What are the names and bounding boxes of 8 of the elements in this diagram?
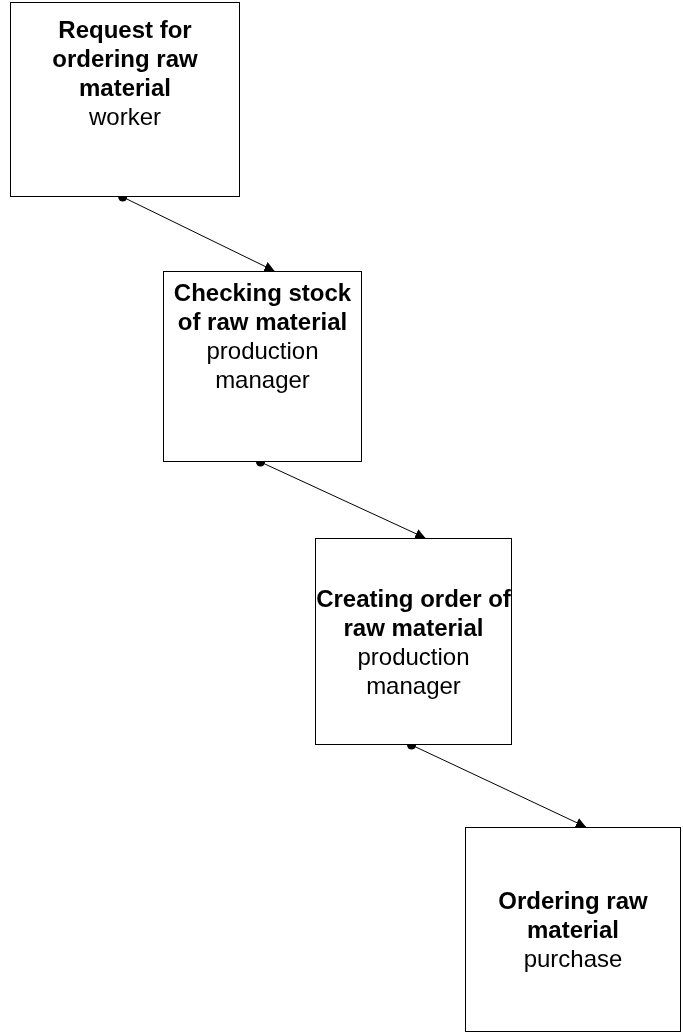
process-box xyxy=(163,271,362,462)
process-box xyxy=(465,827,681,1032)
process-box xyxy=(10,2,240,197)
role-label: purchase xyxy=(523,944,623,973)
role-label: production manager xyxy=(205,336,320,394)
role-label: worker xyxy=(89,102,161,131)
role-label: production manager xyxy=(356,641,471,700)
process-box xyxy=(315,538,512,745)
